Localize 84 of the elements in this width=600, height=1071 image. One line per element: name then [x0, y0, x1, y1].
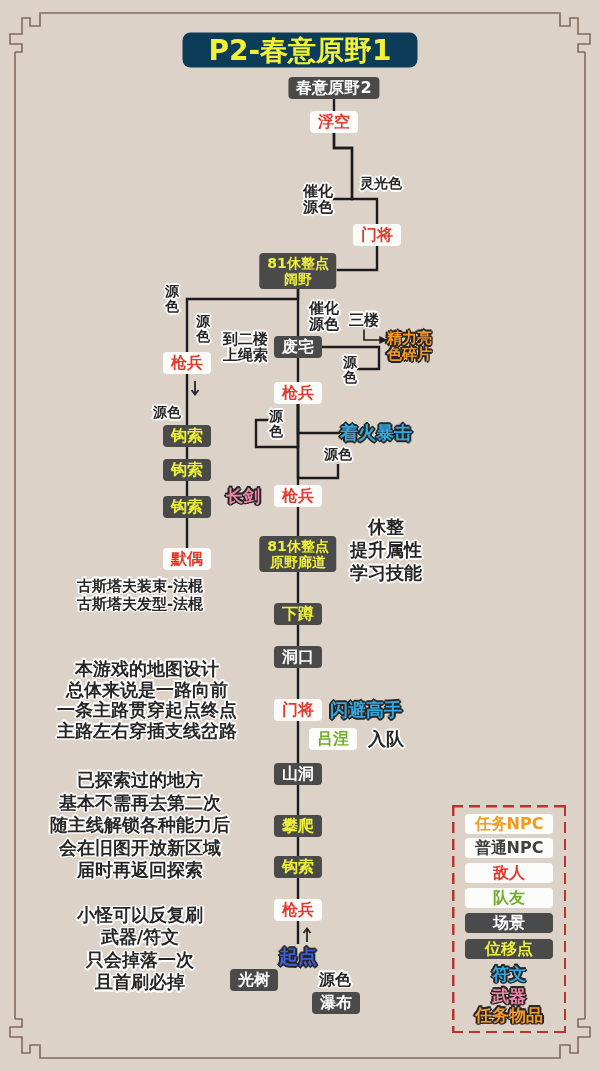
rune-label: 闪避高手 [330, 698, 402, 722]
scene-label: 瀑布 [312, 992, 360, 1014]
resource-label: 源色 [269, 409, 283, 439]
waypoint-label: 攀爬 [274, 815, 322, 837]
feature-text: 休整 [368, 515, 404, 539]
scene-label: 山洞 [274, 763, 322, 785]
legend-entry: 位移点 [465, 939, 553, 959]
arrow [363, 328, 388, 344]
legend-entry: 武器 [492, 986, 526, 1006]
path-line [332, 99, 336, 111]
legend-entry: 场景 [465, 913, 553, 933]
path-line [185, 374, 189, 425]
enemy-label: 枪兵 [274, 899, 322, 921]
path-line [296, 668, 300, 699]
area-name: 原野廊道 [269, 554, 327, 570]
resource-label: 源色 [324, 446, 352, 464]
note-text: 小怪可以反复刷武器/符文只会掉落一次且首刷必掉 [77, 904, 203, 994]
waypoint-label: 下蹲 [274, 603, 322, 625]
area-name: 阔野 [283, 271, 313, 287]
rest-point-title: 81休整点 [267, 255, 329, 271]
resource-label: 源色 [165, 284, 179, 314]
waypoint-label: 钩索 [163, 425, 211, 447]
waypoint-label: 钩索 [274, 856, 322, 878]
status-text: 入队 [368, 727, 404, 751]
note-text: 本游戏的地图设计总体来说是一路向前一条主路贯穿起点终点主路左右穿插支线岔路 [57, 658, 237, 742]
feature-text: 学习技能 [350, 561, 422, 585]
title-banner: P2-春意原野1 [182, 32, 418, 68]
path-line [296, 837, 300, 856]
scene-label: 废宅 [274, 336, 322, 358]
path-line [296, 404, 300, 485]
enemy-label: 默偶 [163, 548, 211, 570]
scene-label: 春意原野2 [288, 77, 380, 99]
waypoint-label: 钩索 [163, 496, 211, 518]
scene-label: 光树 [230, 969, 278, 991]
enemy-label: 枪兵 [163, 352, 211, 374]
legend-entry: 队友 [465, 888, 553, 908]
path-line [296, 721, 300, 763]
enemy-label: 枪兵 [274, 382, 322, 404]
enemy-label: 浮空 [310, 111, 358, 133]
path-line [296, 358, 300, 382]
reward-text: 古斯塔夫装束-法棍 [76, 576, 204, 596]
legend-entry: 敌人 [465, 863, 553, 883]
reward-text: 古斯塔夫发型-法棍 [76, 594, 204, 614]
waypoint-label [259, 536, 337, 572]
weapon-label: 长剑 [226, 484, 260, 508]
path-line [296, 785, 300, 815]
legend-entry: 任务物品 [475, 1005, 543, 1025]
waypoint-label [259, 253, 337, 289]
teammate-label: 吕涅 [309, 728, 357, 750]
path-line [296, 878, 300, 899]
floor-label: 三楼 [349, 310, 379, 330]
scene-label: 洞口 [274, 646, 322, 668]
resource-label: 源色 [319, 969, 351, 991]
route-hint: 到二楼上绳索 [222, 331, 268, 363]
rest-point-title: 81休整点 [267, 538, 329, 554]
path-line [185, 447, 189, 459]
start-label: 起点 [279, 944, 317, 970]
path-line [185, 518, 189, 548]
path-line [322, 345, 381, 371]
resource-label: 催化源色 [309, 300, 339, 332]
feature-text: 提升属性 [350, 538, 422, 562]
path-line [296, 289, 300, 336]
waypoint-label: 钩索 [163, 459, 211, 481]
enemy-label: 门将 [274, 699, 322, 721]
rune-label: 着火暴击 [340, 421, 412, 445]
path-line [336, 246, 379, 272]
resource-label: 源色 [343, 355, 357, 385]
path-line [296, 921, 300, 944]
resource-label: 催化源色 [303, 183, 333, 215]
enemy-label: 门将 [353, 224, 401, 246]
legend-entry: 符文 [492, 964, 526, 984]
note-text: 已探索过的地方基本不需再去第二次随主线解锁各种能力后会在旧图开放新区域届时再返回探索 [50, 768, 230, 882]
quest-item-label: 精力亮色碎片 [386, 330, 432, 362]
path-line [296, 572, 300, 603]
path-line [332, 133, 379, 224]
path-line [296, 625, 300, 646]
legend-entry: 普通NPC [465, 838, 553, 858]
path-line [185, 481, 189, 496]
enemy-label: 枪兵 [274, 485, 322, 507]
edge-label: 灵光色 [358, 175, 404, 193]
resource-label: 源色 [153, 404, 181, 422]
resource-label: 源色 [196, 314, 210, 344]
path-line [296, 507, 300, 536]
legend-entry: 任务NPC [465, 814, 553, 834]
